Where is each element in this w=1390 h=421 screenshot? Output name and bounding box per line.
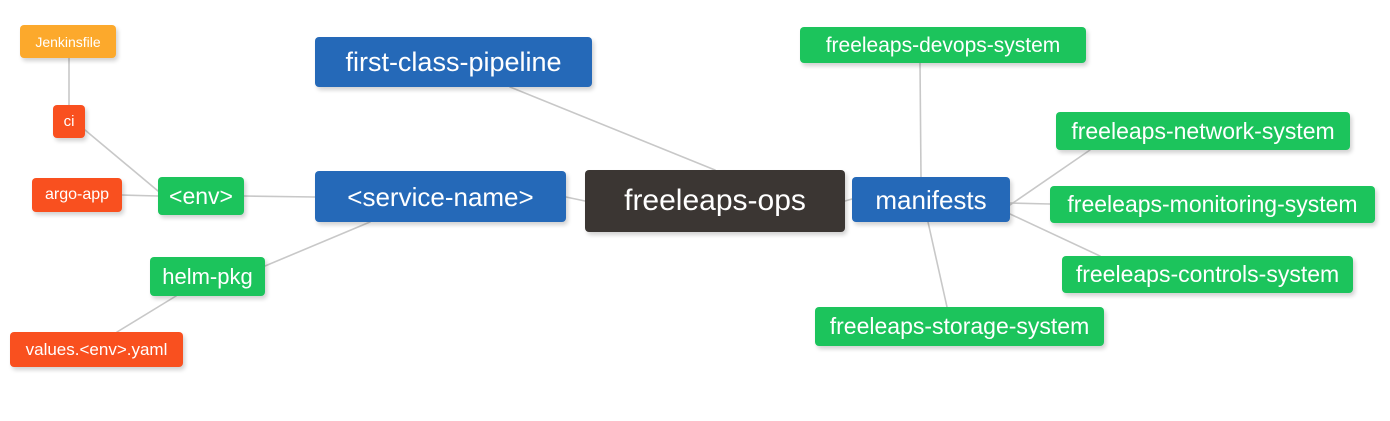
edge-service-name-to-env — [243, 195, 316, 198]
edge-helm-pkg-to-values-env-yaml — [116, 295, 177, 333]
node-manifests[interactable]: manifests — [852, 177, 1010, 222]
node-label-freeleaps-storage-system: freeleaps-storage-system — [829, 313, 1090, 339]
node-freeleaps-devops-system[interactable]: freeleaps-devops-system — [800, 27, 1086, 63]
edge-manifests-to-freeleaps-devops-system — [919, 62, 922, 178]
node-freeleaps-monitoring-system[interactable]: freeleaps-monitoring-system — [1050, 186, 1375, 223]
node-label-ci: ci — [63, 113, 75, 130]
node-label-helm-pkg: helm-pkg — [162, 263, 253, 289]
node-first-class-pipeline[interactable]: first-class-pipeline — [315, 37, 592, 87]
edge-env-to-ci — [84, 129, 159, 192]
node-label-jenkinsfile: Jenkinsfile — [35, 33, 101, 50]
edge-manifests-to-freeleaps-storage-system — [927, 221, 948, 308]
node-values-env-yaml[interactable]: values.<env>.yaml — [10, 332, 183, 367]
edge-manifests-to-freeleaps-network-system — [1009, 149, 1091, 206]
node-label-freeleaps-devops-system: freeleaps-devops-system — [825, 33, 1061, 57]
node-freeleaps-storage-system[interactable]: freeleaps-storage-system — [815, 307, 1104, 346]
node-freeleaps-controls-system[interactable]: freeleaps-controls-system — [1062, 256, 1353, 293]
node-label-freeleaps-ops: freeleaps-ops — [624, 184, 806, 217]
node-label-env: <env> — [169, 182, 233, 209]
edge-manifests-to-freeleaps-controls-system — [1009, 213, 1101, 257]
node-helm-pkg[interactable]: helm-pkg — [150, 257, 265, 296]
node-label-values-env-yaml: values.<env>.yaml — [25, 340, 168, 359]
node-freeleaps-network-system[interactable]: freeleaps-network-system — [1056, 112, 1350, 150]
node-service-name[interactable]: <service-name> — [315, 171, 566, 222]
edge-freeleaps-ops-to-service-name — [565, 196, 586, 202]
node-jenkinsfile[interactable]: Jenkinsfile — [20, 25, 116, 58]
node-label-freeleaps-monitoring-system: freeleaps-monitoring-system — [1067, 191, 1358, 217]
node-label-argo-app: argo-app — [44, 186, 110, 203]
node-ci[interactable]: ci — [53, 105, 85, 138]
node-label-freeleaps-network-system: freeleaps-network-system — [1071, 117, 1335, 144]
edge-service-name-to-helm-pkg — [264, 221, 371, 267]
edge-freeleaps-ops-to-manifests — [844, 198, 853, 202]
node-label-manifests: manifests — [875, 184, 987, 215]
node-env[interactable]: <env> — [158, 177, 244, 215]
edge-env-to-argo-app — [121, 194, 159, 197]
node-freeleaps-ops[interactable]: freeleaps-ops — [585, 170, 845, 232]
node-label-freeleaps-controls-system: freeleaps-controls-system — [1075, 261, 1340, 287]
node-argo-app[interactable]: argo-app — [32, 178, 122, 212]
node-label-service-name: <service-name> — [347, 181, 534, 212]
edge-manifests-to-freeleaps-monitoring-system — [1009, 202, 1051, 205]
edge-freeleaps-ops-to-first-class-pipeline — [509, 86, 716, 171]
node-label-first-class-pipeline: first-class-pipeline — [345, 46, 562, 77]
